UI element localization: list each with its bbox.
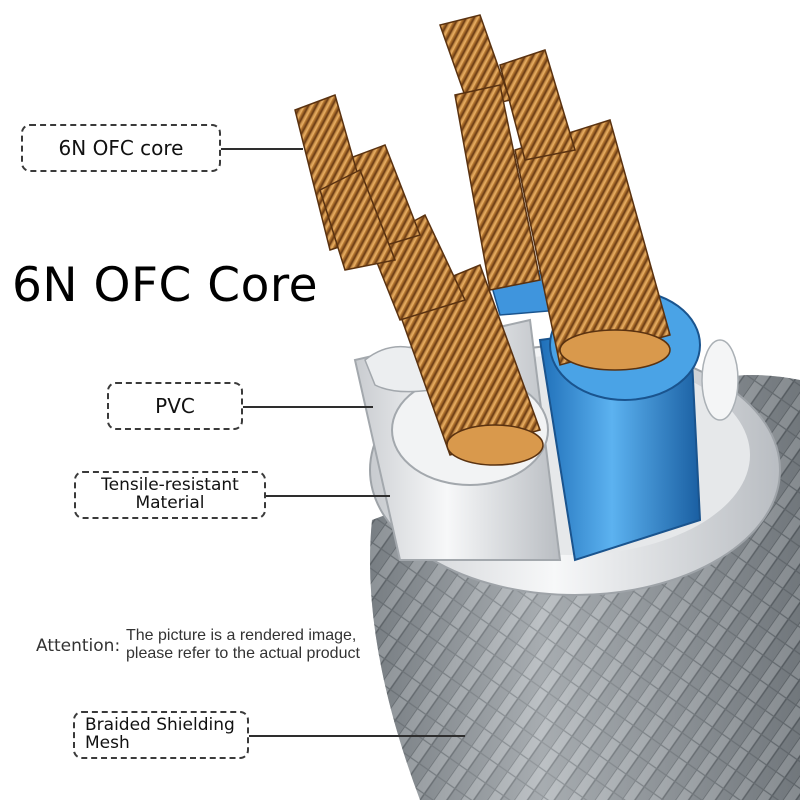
attention-label: Attention: bbox=[36, 636, 121, 656]
callout-tensile-line1: Tensile-resistant bbox=[101, 475, 239, 496]
callout-core-label: 6N OFC core bbox=[58, 135, 184, 160]
callout-tensile-line2: Material bbox=[135, 493, 205, 513]
leader-core bbox=[221, 148, 303, 150]
callout-braid-line1: Braided Shielding bbox=[85, 715, 235, 736]
callout-braid-line2: Mesh bbox=[85, 733, 130, 753]
leader-pvc bbox=[243, 406, 373, 408]
callout-braid: Braided Shielding Mesh bbox=[73, 711, 249, 759]
attention-line-2: please refer to the actual product bbox=[126, 645, 360, 663]
callout-tensile: Tensile-resistant Material bbox=[74, 471, 266, 519]
attention-note: The picture is a rendered image, please … bbox=[126, 627, 360, 664]
callout-pvc-label: PVC bbox=[155, 393, 195, 418]
callout-core: 6N OFC core bbox=[21, 124, 221, 172]
leader-tensile bbox=[266, 495, 390, 497]
copper-conductors bbox=[294, 14, 671, 466]
attention-line-1: The picture is a rendered image, bbox=[126, 627, 357, 644]
callout-pvc: PVC bbox=[107, 382, 243, 430]
headline-title: 6N OFC Core bbox=[12, 258, 319, 313]
leader-braid bbox=[249, 735, 465, 737]
